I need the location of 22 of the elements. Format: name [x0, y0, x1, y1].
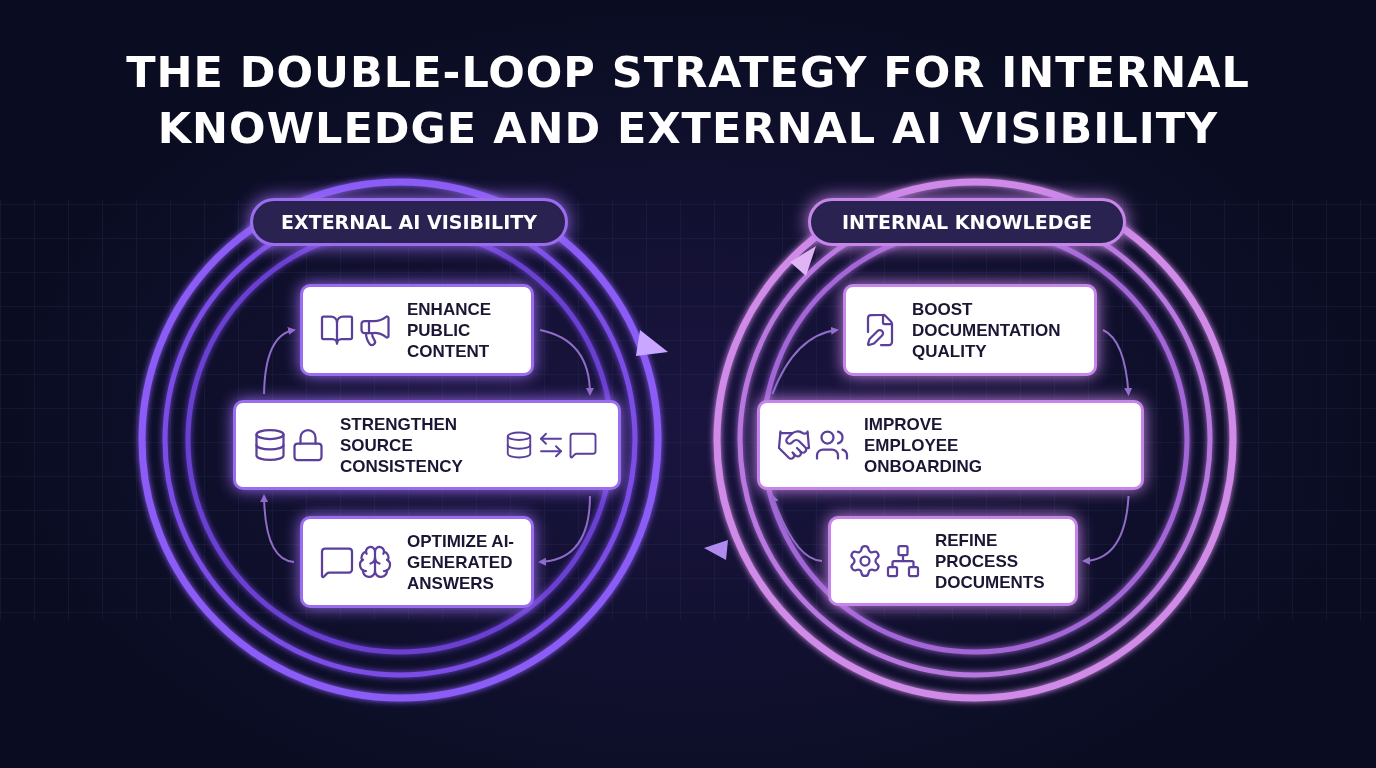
cycle-arrow — [1082, 495, 1130, 565]
step-text: ENHANCE PUBLIC CONTENT — [407, 298, 493, 362]
step-card — [843, 284, 1097, 376]
step-text: STRENGTHEN SOURCE CONSISTENCY — [340, 413, 464, 477]
cycle-arrow — [263, 327, 296, 395]
cycle-arrow — [770, 494, 823, 562]
cycle-arrow — [260, 494, 295, 563]
step-card — [828, 516, 1078, 606]
step-card — [300, 516, 534, 608]
cycle-arrow — [539, 329, 594, 396]
section-label-pill: INTERNAL KNOWLEDGE — [808, 198, 1126, 246]
step-card — [757, 400, 1144, 490]
step-text: OPTIMIZE AI-GENERATED ANSWERS — [407, 530, 515, 594]
step-text: BOOST DOCUMENTATION QUALITY — [912, 298, 1062, 362]
step-card — [233, 400, 621, 490]
section-label-pill: EXTERNAL AI VISIBILITY — [250, 198, 568, 246]
step-text: IMPROVE EMPLOYEE ONBOARDING — [864, 413, 984, 477]
step-text: REFINE PROCESS DOCUMENTS — [935, 529, 1046, 593]
cycle-arrow — [538, 495, 591, 566]
step-card — [300, 284, 534, 376]
diagram-title: THE DOUBLE-LOOP STRATEGY FOR INTERNAL KNOWLEDGE AND EXTERNAL AI VISIBILITY — [125, 46, 1251, 155]
cycle-arrow — [1102, 329, 1132, 396]
